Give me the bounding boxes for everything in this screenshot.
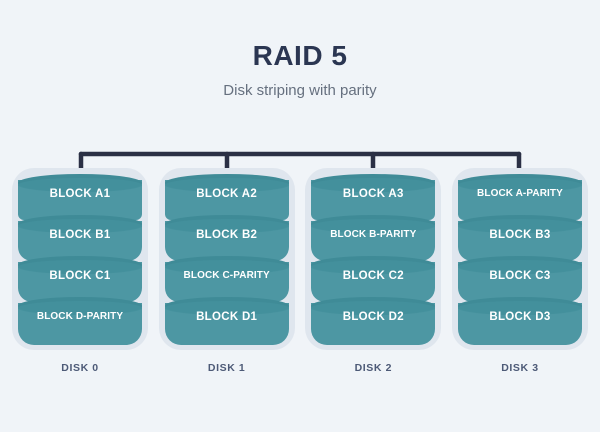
disk-3[interactable]: BLOCK A-PARITY BLOCK B3 BLOCK C3 bbox=[451, 168, 588, 383]
disk-3-block-stack: BLOCK A-PARITY BLOCK B3 BLOCK C3 bbox=[457, 174, 582, 345]
disk-3-block-1[interactable]: BLOCK B3 bbox=[457, 215, 582, 263]
block-label: BLOCK B3 bbox=[489, 229, 551, 241]
block-label: BLOCK A3 bbox=[342, 188, 404, 200]
disk-1-block-1[interactable]: BLOCK B2 bbox=[164, 215, 289, 263]
block-label: BLOCK A1 bbox=[49, 188, 111, 200]
disk-2-block-2[interactable]: BLOCK C2 bbox=[311, 256, 436, 304]
disk-1-caption: DISK 1 bbox=[207, 362, 246, 374]
cylinder-shade-ellipse bbox=[18, 301, 142, 315]
block-label-parity: BLOCK C-PARITY bbox=[183, 270, 270, 281]
cylinder-shade-ellipse bbox=[164, 260, 289, 274]
cylinder-shade-ellipse bbox=[457, 178, 582, 192]
cylinder-shade-ellipse bbox=[457, 219, 582, 233]
disk-1-block-2[interactable]: BLOCK C-PARITY bbox=[164, 256, 289, 304]
disk-1-block-3[interactable]: BLOCK D1 bbox=[164, 297, 289, 345]
cylinder-shade-ellipse bbox=[18, 178, 142, 192]
block-label: BLOCK C2 bbox=[342, 270, 404, 282]
disk-2-block-3[interactable]: BLOCK D2 bbox=[311, 297, 436, 345]
disk-0-shell: BLOCK A1 BLOCK B1 BLOCK C1 bbox=[12, 168, 148, 350]
block-label-parity: BLOCK D-PARITY bbox=[36, 311, 124, 322]
disk-1[interactable]: BLOCK A2 BLOCK B2 BLOCK C-PARITY bbox=[158, 168, 295, 383]
disk-row: BLOCK A1 BLOCK B1 BLOCK C1 bbox=[0, 168, 600, 383]
disk-3-shell: BLOCK A-PARITY BLOCK B3 BLOCK C3 bbox=[451, 168, 588, 350]
cylinder-shade-ellipse bbox=[311, 260, 436, 274]
disk-2-caption: DISK 2 bbox=[354, 362, 393, 374]
disk-2-block-0[interactable]: BLOCK A3 bbox=[311, 174, 436, 222]
disk-2-block-stack: BLOCK A3 BLOCK B-PARITY BLOCK C2 bbox=[311, 174, 436, 345]
cylinder-shade-ellipse bbox=[164, 301, 289, 315]
block-label: BLOCK D2 bbox=[342, 311, 404, 323]
block-label-parity: BLOCK A-PARITY bbox=[477, 188, 563, 199]
block-label: BLOCK C3 bbox=[489, 270, 551, 282]
disk-3-caption: DISK 3 bbox=[501, 362, 539, 374]
block-label: BLOCK D1 bbox=[196, 311, 258, 323]
controller-bus bbox=[78, 151, 522, 180]
block-label: BLOCK D3 bbox=[489, 311, 551, 323]
disk-0-block-1[interactable]: BLOCK B1 bbox=[18, 215, 142, 263]
disk-2[interactable]: BLOCK A3 BLOCK B-PARITY BLOCK C2 bbox=[305, 168, 442, 383]
cylinder-shade-ellipse bbox=[311, 219, 436, 233]
cylinder-shade-ellipse bbox=[18, 260, 142, 274]
disk-3-block-0[interactable]: BLOCK A-PARITY bbox=[457, 174, 582, 222]
cylinder-shade-ellipse bbox=[18, 219, 142, 233]
disk-1-block-stack: BLOCK A2 BLOCK B2 BLOCK C-PARITY bbox=[164, 174, 289, 345]
page-subtitle: Disk striping with parity bbox=[223, 82, 377, 99]
cylinder-shade-ellipse bbox=[311, 301, 436, 315]
disk-0[interactable]: BLOCK A1 BLOCK B1 BLOCK C1 bbox=[12, 168, 148, 383]
disk-0-block-3[interactable]: BLOCK D-PARITY bbox=[18, 297, 142, 345]
page-title: RAID 5 bbox=[252, 40, 348, 71]
block-label-parity: BLOCK B-PARITY bbox=[330, 229, 417, 240]
cylinder-shade-ellipse bbox=[164, 219, 289, 233]
disk-3-block-3[interactable]: BLOCK D3 bbox=[457, 297, 582, 345]
disk-0-block-0[interactable]: BLOCK A1 bbox=[18, 174, 142, 222]
disk-0-block-stack: BLOCK A1 BLOCK B1 BLOCK C1 bbox=[18, 174, 142, 345]
disk-3-block-2[interactable]: BLOCK C3 bbox=[457, 256, 582, 304]
block-label: BLOCK C1 bbox=[49, 270, 111, 282]
disk-0-block-2[interactable]: BLOCK C1 bbox=[18, 256, 142, 304]
disk-0-caption: DISK 0 bbox=[61, 362, 99, 374]
cylinder-shade-ellipse bbox=[164, 178, 289, 192]
block-label: BLOCK A2 bbox=[196, 188, 258, 200]
block-label: BLOCK B1 bbox=[49, 229, 111, 241]
cylinder-shade-ellipse bbox=[457, 301, 582, 315]
disk-2-block-1[interactable]: BLOCK B-PARITY bbox=[311, 215, 436, 263]
block-label: BLOCK B2 bbox=[196, 229, 258, 241]
disk-1-shell: BLOCK A2 BLOCK B2 BLOCK C-PARITY bbox=[158, 168, 295, 350]
disk-2-shell: BLOCK A3 BLOCK B-PARITY BLOCK C2 bbox=[305, 168, 442, 350]
cylinder-shade-ellipse bbox=[457, 260, 582, 274]
cylinder-shade-ellipse bbox=[311, 178, 436, 192]
disk-1-block-0[interactable]: BLOCK A2 bbox=[164, 174, 289, 222]
